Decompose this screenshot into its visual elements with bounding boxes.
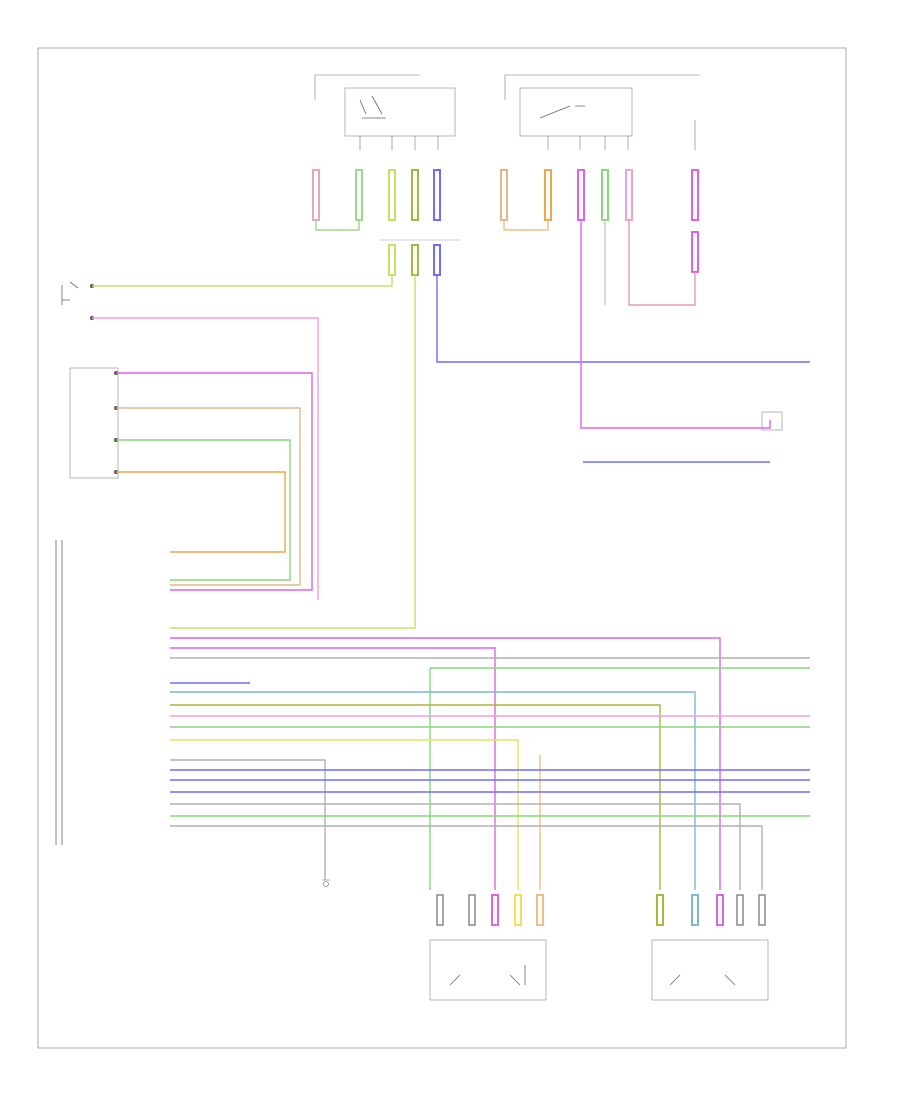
connector-right — [761, 411, 783, 431]
relay-coil-icon — [359, 95, 386, 119]
pressure-unit — [651, 939, 769, 1001]
ground-symbol-icon — [322, 879, 330, 887]
switch-contact-icon — [539, 105, 585, 119]
relay-block-left — [314, 74, 456, 150]
switch-pack — [69, 367, 119, 479]
control-module — [55, 540, 63, 845]
switch-top — [61, 281, 94, 320]
relay-block-right — [504, 74, 700, 150]
top-connectors — [312, 169, 699, 276]
diagram-frame — [37, 47, 847, 1049]
reverse-unit — [429, 939, 547, 1001]
bottom-connectors — [436, 894, 766, 926]
